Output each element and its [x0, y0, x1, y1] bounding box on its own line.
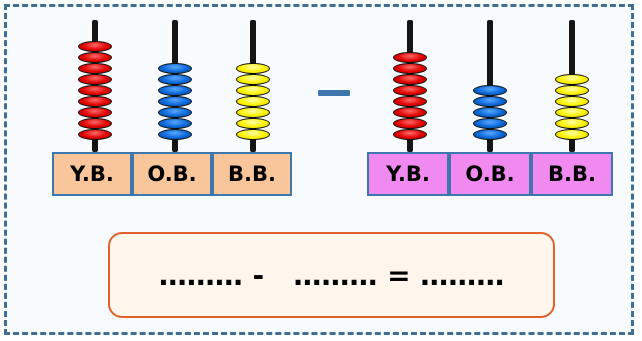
left-label-ob: O.B. [132, 152, 212, 196]
left-bead-red [78, 41, 112, 52]
right-label-yb: Y.B. [367, 152, 449, 196]
right-bead-red [393, 52, 427, 63]
left-bead-blue [158, 74, 192, 85]
left-bead-yellow [236, 96, 270, 107]
left-place-value-labels: Y.B. O.B. B.B. [52, 152, 292, 196]
right-bead-blue [473, 118, 507, 129]
answer-box: ……… - ……… = ……… [108, 232, 555, 318]
right-bead-red [393, 107, 427, 118]
right-bead-red [393, 118, 427, 129]
left-bead-red [78, 107, 112, 118]
left-bead-yellow [236, 63, 270, 74]
left-bead-blue [158, 85, 192, 96]
left-bead-yellow [236, 74, 270, 85]
right-bead-red [393, 96, 427, 107]
left-bead-yellow [236, 129, 270, 140]
equation-text[interactable]: ……… - ……… = ……… [158, 258, 505, 292]
right-place-value-labels: Y.B. O.B. B.B. [367, 152, 613, 196]
right-bead-yellow [555, 118, 589, 129]
left-bead-red [78, 129, 112, 140]
left-bead-red [78, 63, 112, 74]
left-bead-blue [158, 129, 192, 140]
left-bead-blue [158, 96, 192, 107]
right-bead-yellow [555, 85, 589, 96]
left-bead-blue [158, 107, 192, 118]
left-bead-red [78, 85, 112, 96]
right-bead-red [393, 74, 427, 85]
right-bead-blue [473, 85, 507, 96]
right-label-ob: O.B. [449, 152, 531, 196]
left-bead-red [78, 118, 112, 129]
left-bead-yellow [236, 118, 270, 129]
right-bead-red [393, 85, 427, 96]
left-bead-red [78, 96, 112, 107]
right-bead-blue [473, 107, 507, 118]
left-bead-red [78, 52, 112, 63]
left-bead-red [78, 74, 112, 85]
right-bead-red [393, 129, 427, 140]
minus-sign [318, 90, 350, 96]
right-bead-yellow [555, 96, 589, 107]
left-label-yb: Y.B. [52, 152, 132, 196]
left-bead-yellow [236, 85, 270, 96]
right-bead-yellow [555, 129, 589, 140]
right-label-bb: B.B. [531, 152, 613, 196]
right-bead-blue [473, 129, 507, 140]
left-bead-yellow [236, 107, 270, 118]
left-bead-blue [158, 63, 192, 74]
right-bead-yellow [555, 74, 589, 85]
left-label-bb: B.B. [212, 152, 292, 196]
left-bead-blue [158, 118, 192, 129]
right-bead-yellow [555, 107, 589, 118]
right-bead-red [393, 63, 427, 74]
right-bead-blue [473, 96, 507, 107]
